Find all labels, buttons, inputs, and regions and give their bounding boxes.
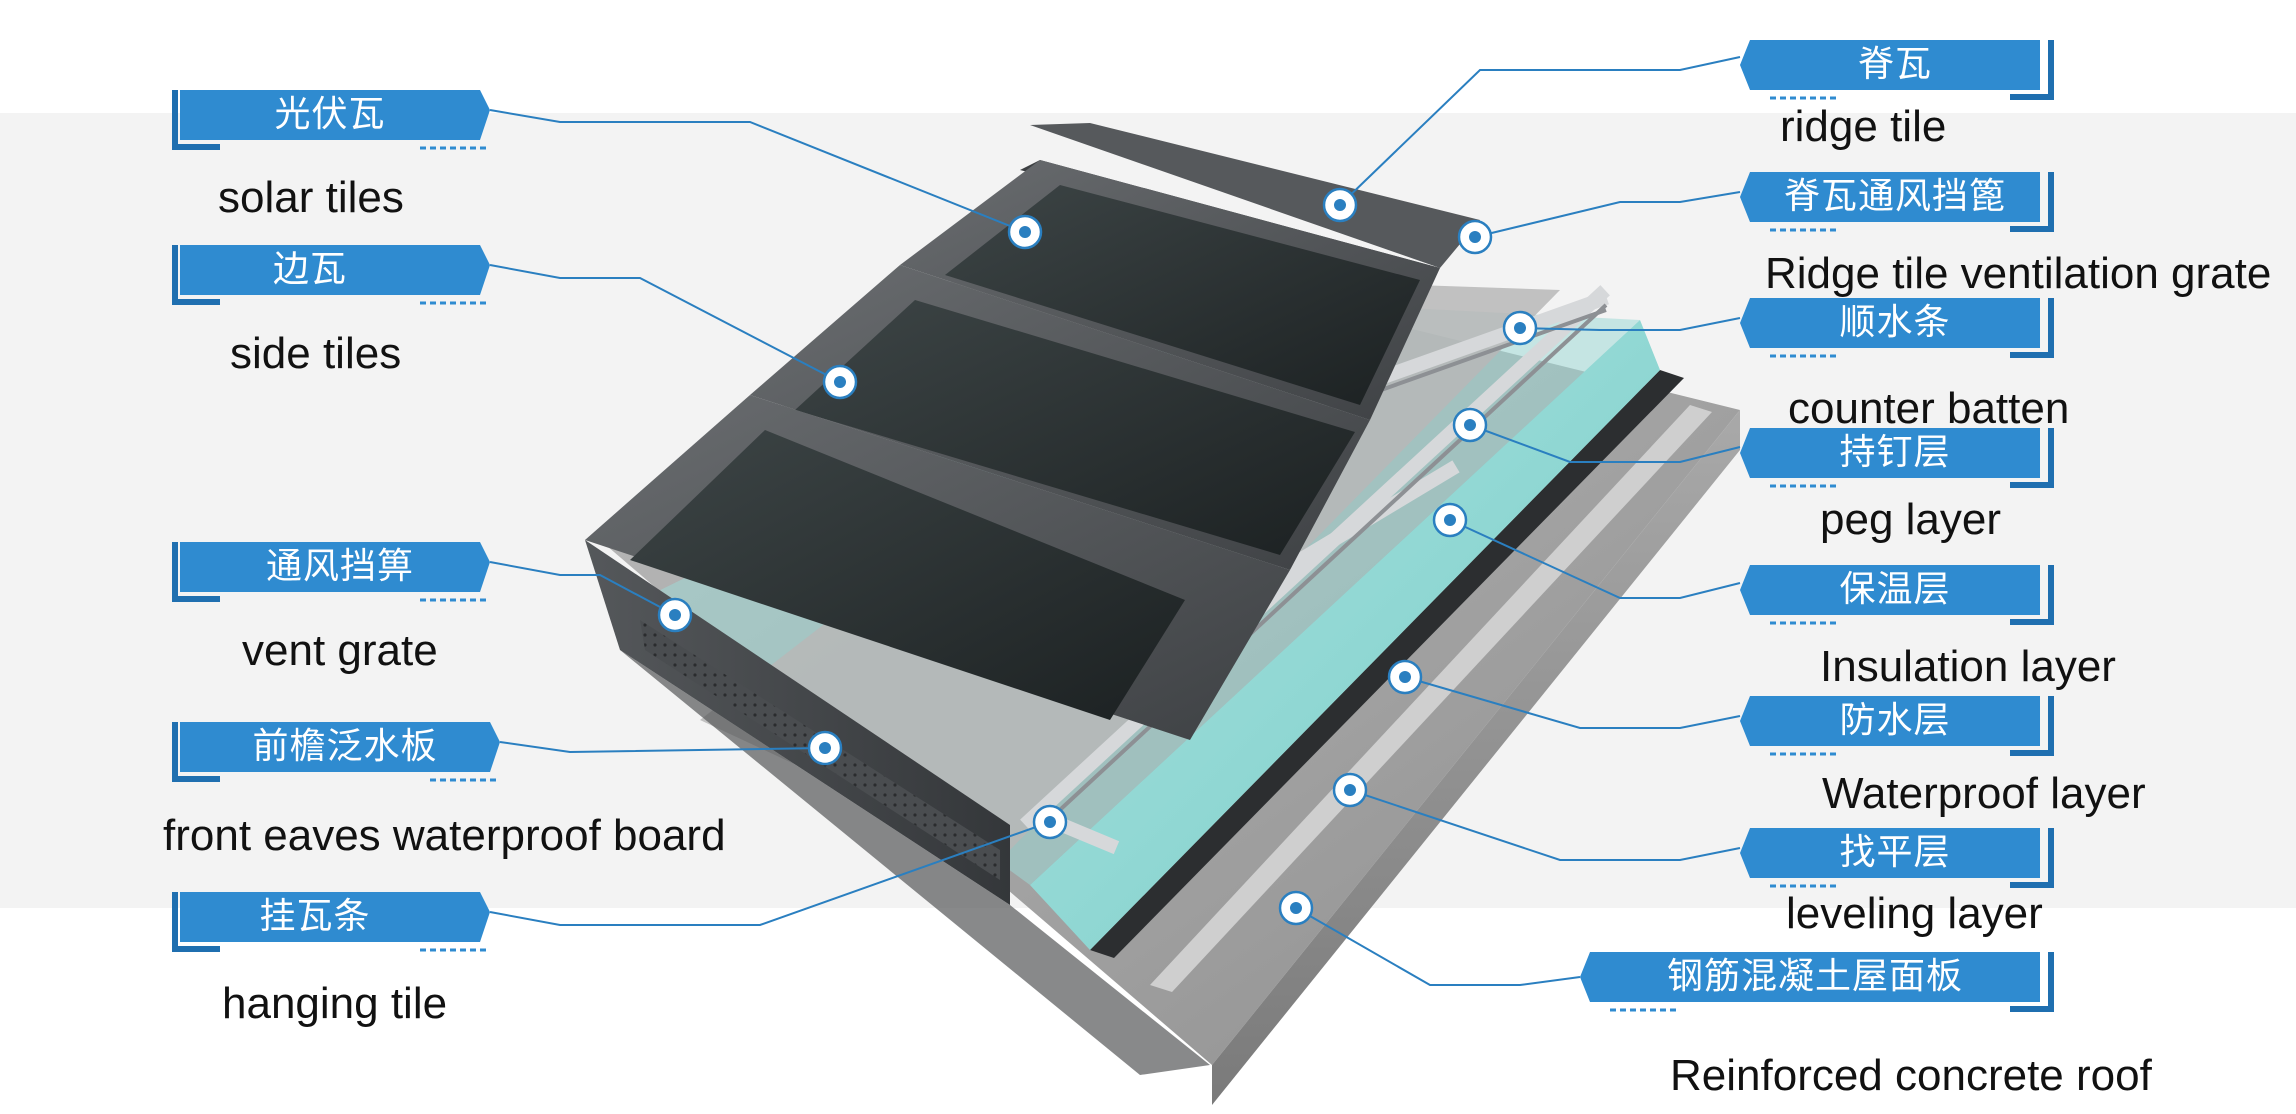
label-en-waterproof: Waterproof layer bbox=[1822, 769, 2146, 818]
label-cn-vent-grate: 通风挡箅 bbox=[265, 546, 414, 587]
banner-vent-grate bbox=[172, 542, 490, 602]
marker-counter-batten bbox=[1502, 310, 1538, 346]
front-eaves-bottom bbox=[620, 650, 1210, 1075]
banner-side-tiles bbox=[172, 245, 490, 305]
label-en-insulation: Insulation layer bbox=[1820, 642, 2116, 691]
banner-leveling bbox=[1740, 828, 2054, 888]
label-en-ridge-vent: Ridge tile ventilation grate bbox=[1765, 249, 2272, 298]
banner-solar-tiles bbox=[172, 90, 490, 150]
leader-lines bbox=[489, 56, 1741, 986]
marker-side-tiles bbox=[822, 364, 858, 400]
label-cn-hanging-tile: 挂瓦条 bbox=[259, 896, 371, 937]
concrete-slab-side bbox=[1212, 410, 1740, 1105]
marker-solar-tiles bbox=[1007, 214, 1043, 250]
label-cn-leveling: 找平层 bbox=[1839, 832, 1951, 873]
label-en-peg-layer: peg layer bbox=[1820, 495, 2002, 544]
marker-peg-layer bbox=[1452, 407, 1488, 443]
banner-counter-batten bbox=[1740, 298, 2054, 358]
label-cn-waterproof: 防水层 bbox=[1839, 700, 1951, 741]
label-en-counter-batten: counter batten bbox=[1788, 384, 2070, 433]
left-label-banners bbox=[172, 90, 500, 952]
marker-ridge-vent bbox=[1457, 219, 1493, 255]
label-cn-front-eaves: 前檐泛水板 bbox=[252, 726, 438, 767]
banner-front-eaves bbox=[172, 722, 500, 782]
label-cn-side-tiles: 边瓦 bbox=[272, 249, 347, 290]
label-cn-insulation: 保温层 bbox=[1839, 569, 1951, 610]
label-en-front-eaves: front eaves waterproof board bbox=[163, 811, 726, 860]
marker-ridge-tile bbox=[1322, 187, 1358, 223]
label-cn-ridge-vent: 脊瓦通风挡篦 bbox=[1783, 176, 2006, 217]
banner-waterproof bbox=[1740, 696, 2054, 756]
marker-waterproof bbox=[1387, 659, 1423, 695]
banner-insulation bbox=[1740, 565, 2054, 625]
label-en-leveling: leveling layer bbox=[1786, 889, 2043, 938]
marker-insulation bbox=[1432, 502, 1468, 538]
right-label-banners bbox=[1580, 40, 2054, 1012]
label-cn-ridge-tile: 脊瓦 bbox=[1857, 44, 1932, 85]
label-en-solar-tiles: solar tiles bbox=[218, 173, 404, 222]
marker-concrete bbox=[1278, 890, 1314, 926]
label-en-hanging-tile: hanging tile bbox=[222, 979, 448, 1028]
label-cn-counter-batten: 顺水条 bbox=[1839, 302, 1951, 343]
waterproof-membrane bbox=[1090, 370, 1684, 958]
marker-vent-grate bbox=[657, 597, 693, 633]
label-cn-concrete: 钢筋混凝土屋面板 bbox=[1666, 956, 1963, 997]
banner-ridge-vent bbox=[1740, 172, 2054, 232]
label-en-vent-grate: vent grate bbox=[242, 626, 438, 675]
label-cn-peg-layer: 持钉层 bbox=[1839, 432, 1951, 473]
tile-row-1-panel bbox=[945, 185, 1420, 405]
marker-hanging-tile bbox=[1032, 804, 1068, 840]
marker-leveling bbox=[1332, 772, 1368, 808]
roof-construction-illustration bbox=[585, 123, 1740, 1105]
tile-row-3-panel bbox=[630, 430, 1185, 720]
banner-concrete bbox=[1580, 952, 2054, 1012]
label-en-concrete: Reinforced concrete roof bbox=[1670, 1051, 2152, 1100]
banner-peg-layer bbox=[1740, 428, 2054, 488]
label-cn-solar-tiles: 光伏瓦 bbox=[274, 94, 386, 135]
banner-ridge-tile bbox=[1740, 40, 2054, 100]
leveling-strip bbox=[1150, 405, 1712, 992]
tile-row-2-panel bbox=[795, 300, 1355, 555]
ridge-tile-shape bbox=[1030, 123, 1480, 268]
callout-markers bbox=[657, 187, 1538, 926]
banner-hanging-tile bbox=[172, 892, 490, 952]
insulation-board bbox=[1030, 320, 1660, 950]
label-en-side-tiles: side tiles bbox=[230, 329, 402, 378]
marker-front-eaves bbox=[807, 730, 843, 766]
label-en-ridge-tile: ridge tile bbox=[1780, 102, 1947, 151]
